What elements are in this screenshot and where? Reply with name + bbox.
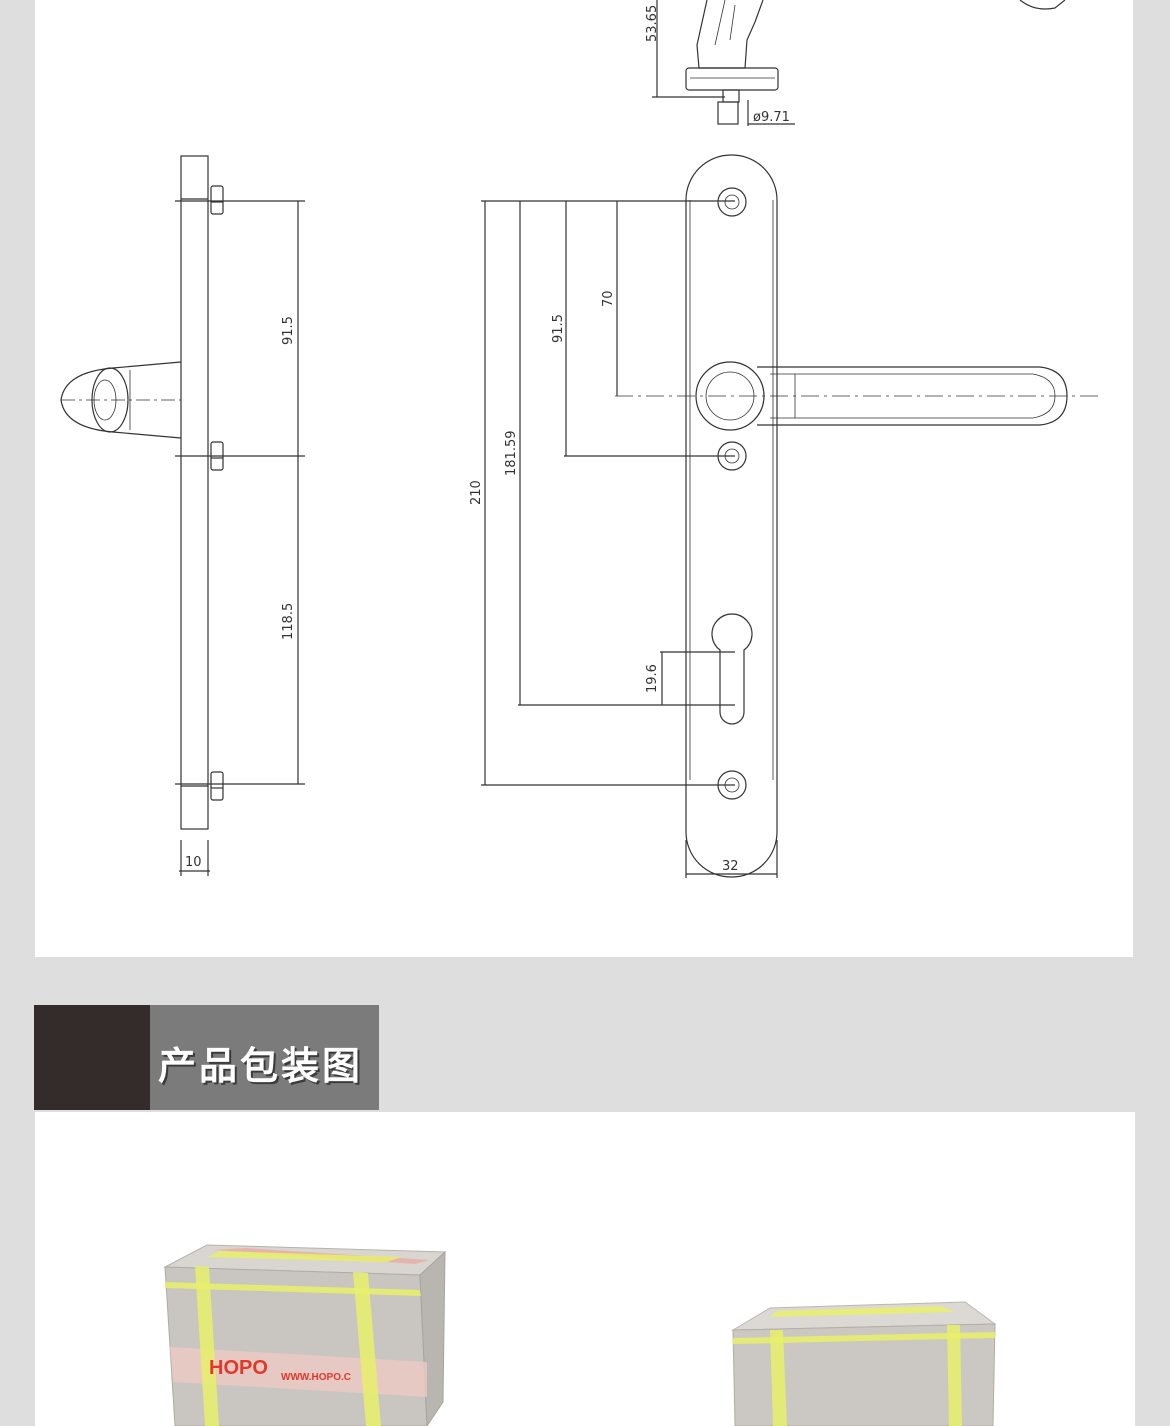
technical-drawing: 53.65 ø9.71 91.5 118.5 10 210 181.59 91.… (60, 0, 1103, 878)
dim-side-lower: 118.5 (281, 603, 296, 640)
technical-drawing-panel: 53.65 ø9.71 91.5 118.5 10 210 181.59 91.… (35, 0, 1133, 957)
dim-front-keyhole: 181.59 (504, 431, 519, 477)
section-header: 产品包装图 (34, 1005, 379, 1110)
dim-front-handle: 70 (601, 290, 616, 307)
header-accent-block (34, 1005, 150, 1110)
dim-side-upper: 91.5 (281, 316, 296, 345)
top-handle-view (652, 0, 1066, 126)
dim-front-handle-to-screw: 91.5 (551, 314, 566, 343)
packaging-illustration: HOPO WWW.HOPO.C (163, 1244, 997, 1426)
side-view (60, 155, 305, 876)
section-title: 产品包装图 (158, 1044, 364, 1088)
dim-plate-width: 32 (722, 859, 739, 874)
dim-top-height: 53.65 (645, 5, 660, 42)
box-url-label: WWW.HOPO.C (281, 1372, 351, 1383)
front-view (481, 154, 1103, 878)
box-brand-label: HOPO (209, 1357, 268, 1379)
dim-keyhole-size: 19.6 (645, 664, 660, 693)
dim-front-total: 210 (469, 480, 484, 505)
dim-side-thickness: 10 (185, 855, 202, 870)
dim-spindle-diameter: ø9.71 (753, 110, 790, 125)
packaging-panel: HOPO WWW.HOPO.C (35, 1112, 1135, 1426)
package-box-small (731, 1301, 997, 1426)
header-title-block: 产品包装图 (150, 1005, 379, 1110)
package-box-large (163, 1244, 447, 1426)
